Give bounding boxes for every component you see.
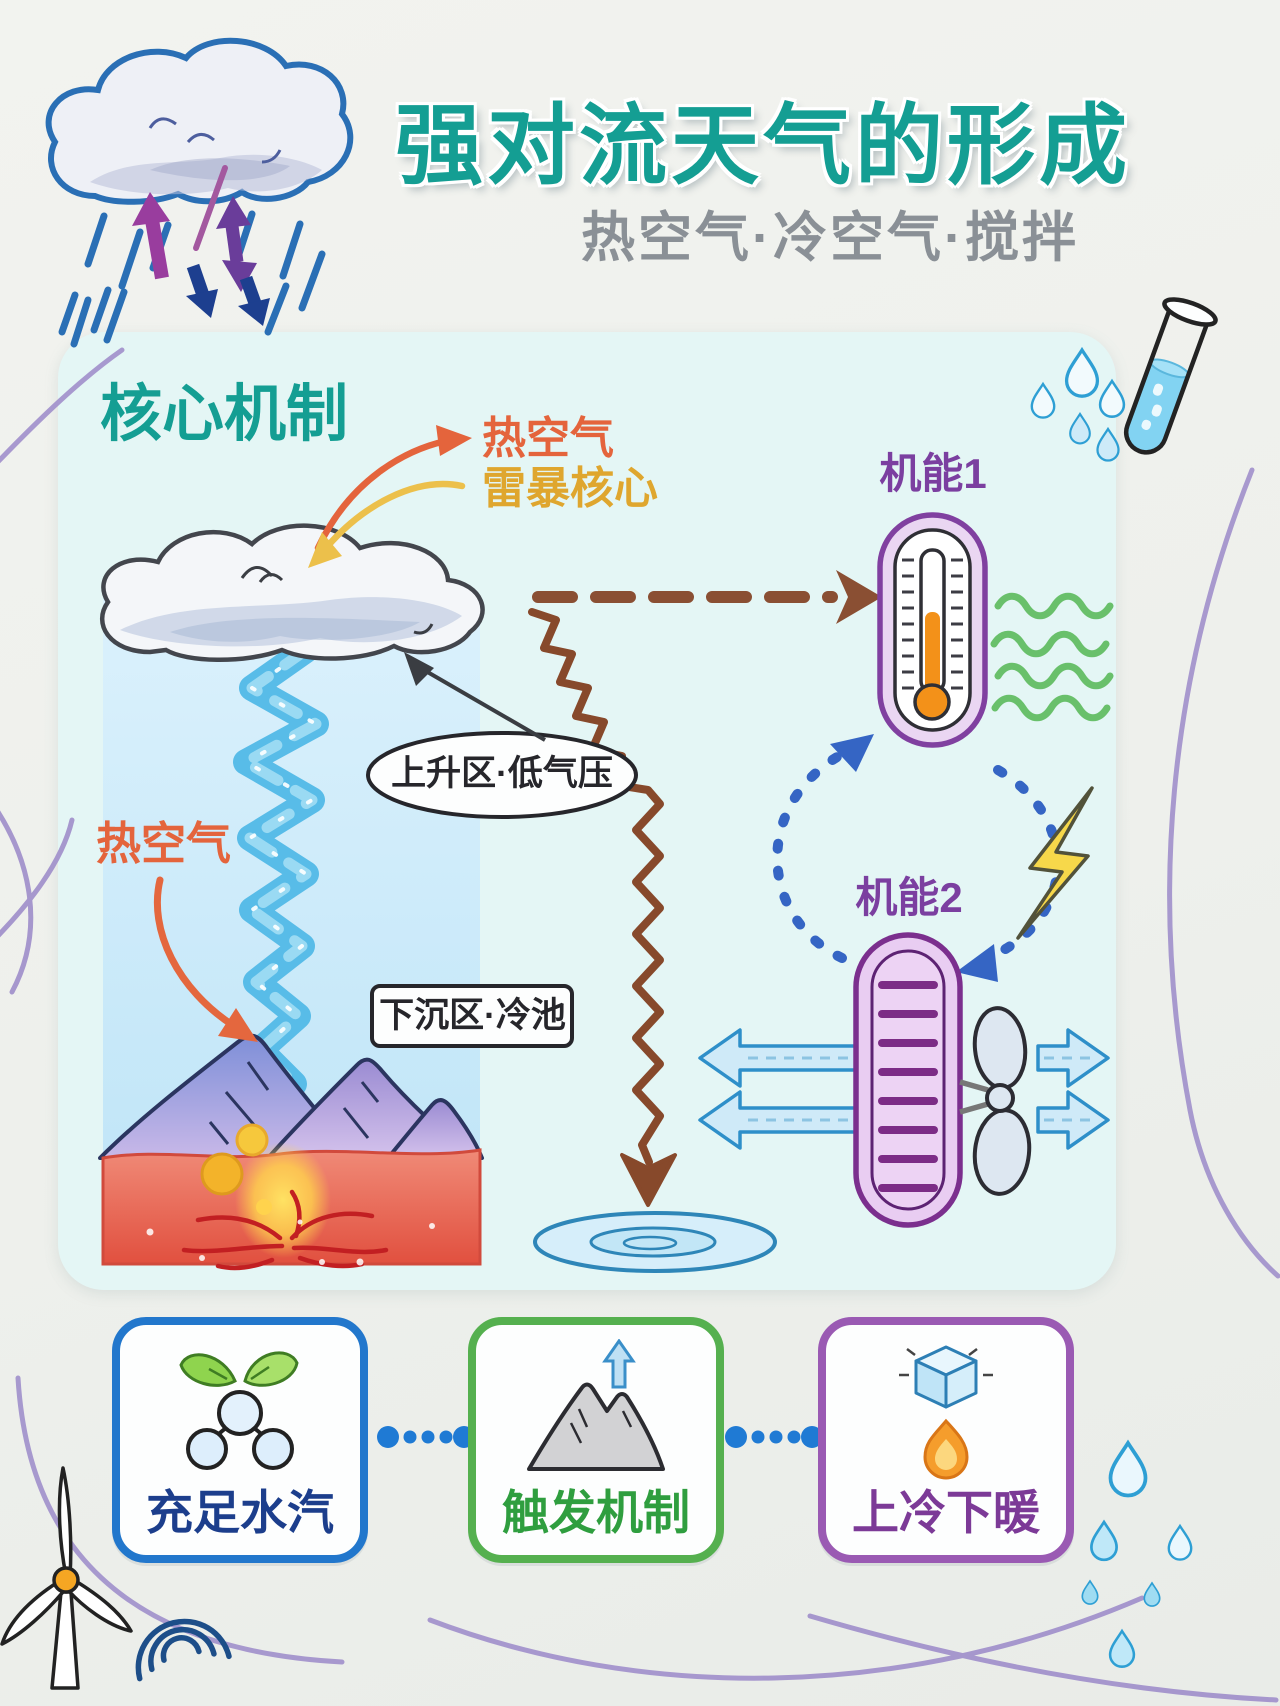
puddle-icon <box>533 1211 777 1273</box>
core-mechanism-heading: 核心机制 <box>100 380 349 449</box>
lightning-icon <box>1016 786 1094 940</box>
spread-arrows-dashes <box>748 1056 1098 1122</box>
storm-core-label: 雷暴核心 <box>482 464 658 513</box>
spread-arrows-icon <box>698 1028 1110 1150</box>
hot-air-callout-arrow-icon <box>314 425 472 552</box>
thermometer-icon <box>877 512 988 748</box>
radiator-capsule-icon <box>853 932 963 1228</box>
wavy-arrow-to-puddle <box>528 608 677 1207</box>
storm-cloud-icon <box>45 37 354 205</box>
mountains-icon <box>98 1033 484 1160</box>
downdraft-zone-label: 下沉区·冷池 <box>379 996 566 1035</box>
wind-turbine-icon <box>0 1466 133 1690</box>
cycle-arrowhead-up <box>830 734 874 772</box>
function1-label: 机能1 <box>879 450 987 497</box>
factor-label-moisture: 充足水汽 <box>146 1486 334 1539</box>
updraft-downdraft-arrows-icon <box>132 165 270 326</box>
hot-air-top-label: 热空气 <box>482 414 614 463</box>
updraft-zone-label: 上升区·低气压 <box>391 754 613 793</box>
updraft-zone-callout <box>366 652 638 819</box>
page-title: 强对流天气的形成 <box>394 96 1131 195</box>
anvil-cloud-icon <box>100 523 485 662</box>
factor-box-instability: 上冷下暖 <box>818 1317 1074 1563</box>
hot-ground-icon <box>101 1123 482 1271</box>
hot-air-left-label: 热空气 <box>96 818 232 869</box>
downdraft-zone-callout <box>370 984 574 1048</box>
water-drops-icon <box>1030 348 1126 462</box>
mountain-trigger-icon <box>527 1339 665 1471</box>
storm-core-callout-arrow-icon <box>308 480 466 568</box>
bottom-water-drops-icon <box>1081 1441 1193 1668</box>
function2-label: 机能2 <box>855 874 963 921</box>
wifi-icon <box>135 1618 232 1682</box>
factor-box-trigger: 触发机制 <box>468 1317 724 1563</box>
factor-box-moisture: 充足水汽 <box>112 1317 368 1563</box>
factor-label-trigger: 触发机制 <box>502 1486 690 1539</box>
decorative-curves <box>0 347 1280 1703</box>
test-tube-icon <box>1123 297 1218 455</box>
ice-fire-icon <box>899 1345 993 1480</box>
factor-label-instability: 上冷下暖 <box>852 1486 1040 1539</box>
page-subtitle: 热空气·冷空气·搅拌 <box>581 208 1079 268</box>
whisk-icon <box>959 1006 1032 1196</box>
green-waves-icon <box>990 592 1114 722</box>
flow-arrow-to-function1 <box>532 570 882 624</box>
cycle-arrows-icon <box>772 747 1063 963</box>
cycle-arrowhead-down <box>956 944 998 982</box>
hot-air-left-arrow-icon <box>153 876 258 1042</box>
water-molecule-icon <box>179 1351 299 1470</box>
rain-streaks-icon <box>58 210 326 348</box>
